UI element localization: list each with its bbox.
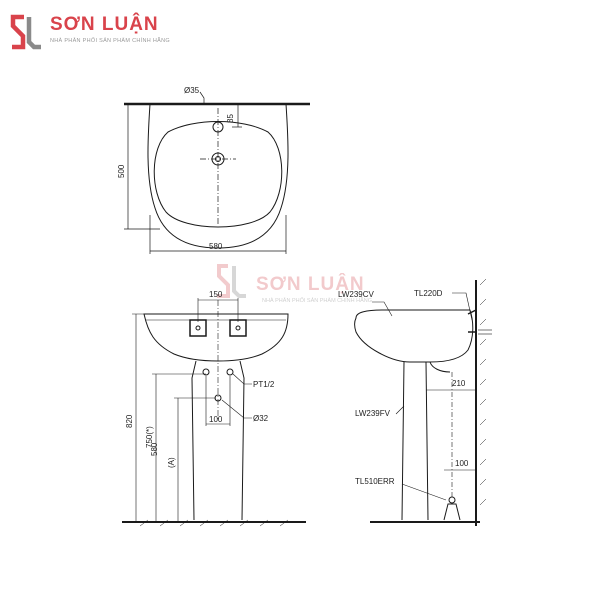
brand-tagline: NHÀ PHÂN PHỐI SẢN PHẨM CHÍNH HÃNG bbox=[50, 38, 170, 44]
dim-variable-height: (A) bbox=[167, 457, 176, 468]
dim-drain-height: 580 bbox=[150, 442, 159, 456]
dim-valve-offset: 100 bbox=[455, 459, 469, 468]
dim-width: 580 bbox=[209, 242, 223, 251]
dim-hole-offset: 85 bbox=[226, 114, 235, 123]
dim-hole-spacing: 150 bbox=[209, 290, 223, 299]
label-pipe-thread: PT1/2 bbox=[253, 380, 275, 389]
label-drain-diameter: Ø32 bbox=[253, 414, 269, 423]
front-view bbox=[122, 298, 306, 527]
label-drain-model: TL220D bbox=[414, 289, 443, 298]
dim-total-height: 820 bbox=[125, 414, 134, 428]
watermark-logo-icon bbox=[217, 264, 246, 298]
dim-hole-diameter: Ø35 bbox=[184, 86, 200, 95]
brand-logo: SƠN LUẬN NHÀ PHÂN PHỐI SẢN PHẨM CHÍNH HÃ… bbox=[8, 14, 170, 50]
dim-depth: 500 bbox=[117, 164, 126, 178]
watermark: SƠN LUẬN NHÀ PHÂN PHỐI SẢN PHẨM CHÍNH HÃ… bbox=[217, 264, 372, 304]
logo-mark-icon bbox=[10, 14, 41, 50]
dim-base-spacing: 100 bbox=[209, 415, 223, 424]
dim-wall-offset: 210 bbox=[452, 379, 466, 388]
brand-name: SƠN LUẬN bbox=[50, 14, 159, 35]
dim-rim-height: 750(*) bbox=[145, 426, 154, 448]
label-basin-model: LW239CV bbox=[338, 290, 375, 299]
side-view bbox=[354, 278, 492, 526]
watermark-name: SƠN LUẬN bbox=[256, 273, 365, 295]
label-pedestal-model: LW239FV bbox=[355, 409, 391, 418]
top-view bbox=[124, 91, 310, 254]
label-valve-model: TL510ERR bbox=[355, 477, 395, 486]
watermark-tagline: NHÀ PHÂN PHỐI SẢN PHẨM CHÍNH HÃNG bbox=[262, 297, 372, 304]
